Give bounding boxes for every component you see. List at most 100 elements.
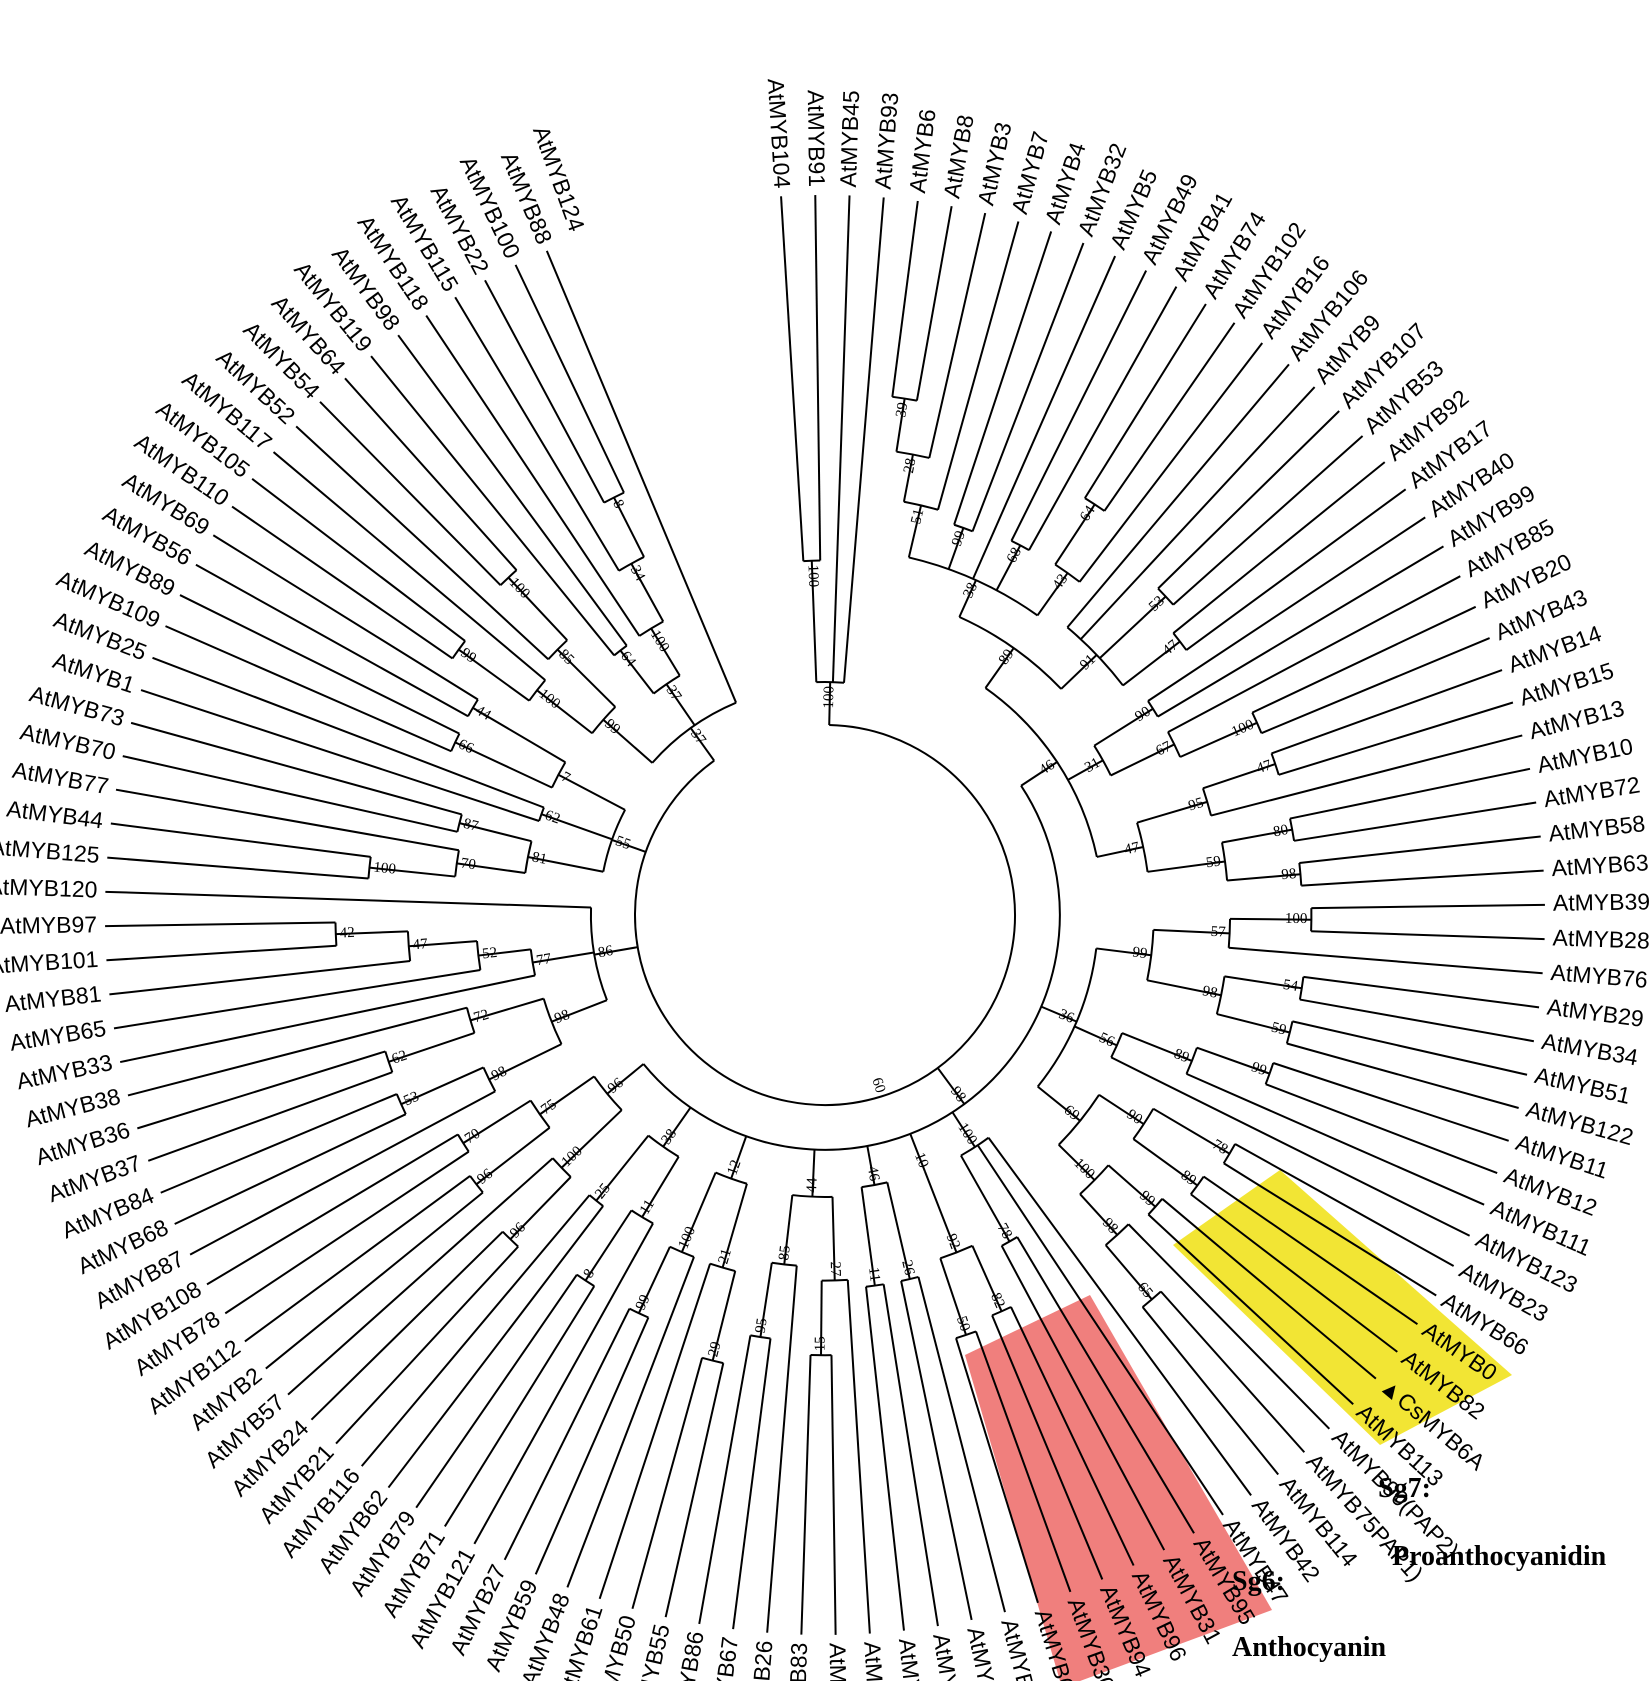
branch-arc <box>865 1283 884 1288</box>
bootstrap-label: 39 <box>893 401 911 418</box>
branch-arc <box>1227 918 1232 948</box>
branch-line <box>478 948 531 957</box>
bootstrap-label: 60 <box>868 1076 888 1095</box>
branch-line <box>971 242 1085 532</box>
tip-label: AtMYB72 <box>1542 771 1642 812</box>
branch-arc <box>638 620 664 637</box>
branch-line <box>886 1182 911 1280</box>
branch-line <box>127 1006 468 1097</box>
branch-line <box>1185 488 1407 651</box>
branch-line <box>650 627 681 677</box>
branch-line <box>828 682 832 726</box>
branch-line <box>951 1111 976 1148</box>
branch-line <box>224 1150 470 1315</box>
branch-line <box>1121 1032 1193 1062</box>
branch-line <box>820 1280 823 1356</box>
branch-line <box>335 1245 519 1445</box>
branch-line <box>1186 1072 1485 1206</box>
tip-label: AtMYB58 <box>1547 810 1646 846</box>
branch-line <box>1196 1046 1270 1075</box>
branch-line <box>360 1194 591 1467</box>
branch-line <box>619 649 655 695</box>
branch-line <box>1265 1083 1498 1174</box>
bootstrap-label: 42 <box>339 925 355 942</box>
branch-arc <box>1298 862 1303 886</box>
branch-line <box>1141 1306 1280 1476</box>
branch-line <box>630 563 665 622</box>
branch-line <box>1172 461 1386 634</box>
branch-line <box>891 200 919 397</box>
branch-line <box>1079 1193 1119 1236</box>
bootstrap-label: 27 <box>827 1261 843 1277</box>
branch-line <box>387 1205 604 1489</box>
bootstrap-label: 78 <box>1209 1137 1230 1158</box>
branch-line <box>456 862 526 874</box>
tip-label: AtMYB19 <box>894 1637 931 1681</box>
bootstrap-label: 100 <box>647 627 672 655</box>
branch-line <box>369 866 456 878</box>
tip-label: AtMYB46 <box>825 1643 852 1681</box>
branch-line <box>1261 637 1491 735</box>
branch-arc <box>499 569 518 586</box>
bootstrap-label: 99 <box>1131 944 1148 962</box>
bootstrap-label: 54 <box>1282 977 1300 995</box>
branch-line <box>662 1106 692 1148</box>
branch-line <box>462 1099 532 1144</box>
branch-line <box>830 1355 837 1635</box>
branch-line <box>152 656 545 809</box>
branch-line <box>664 1362 725 1618</box>
tip-label: AtMYB67 <box>705 1635 743 1681</box>
branch-line <box>991 1314 1104 1580</box>
bootstrap-label: 98 <box>1281 866 1297 883</box>
branch-line <box>1037 1085 1081 1122</box>
branch-line <box>995 544 1022 591</box>
tip-label: AtMYB125 <box>0 833 101 868</box>
sg7-label-line1: Sg7: <box>1378 1473 1431 1504</box>
bootstrap-label: 99 <box>1249 1059 1269 1079</box>
branch-line <box>917 1276 1006 1613</box>
branch-line <box>105 890 592 909</box>
branch-arc <box>630 1209 654 1225</box>
branch-line <box>1286 1042 1519 1109</box>
branch-line <box>780 196 805 562</box>
bootstrap-label: 68 <box>1004 545 1025 566</box>
branch-arc <box>469 1175 484 1194</box>
branch-line <box>947 527 965 570</box>
bootstrap-label: 82 <box>987 1290 1008 1310</box>
branch-line <box>459 822 532 843</box>
branch-arc <box>821 1278 848 1282</box>
tip-label: AtMYB81 <box>3 980 102 1017</box>
bootstrap-label: 85 <box>776 1245 794 1262</box>
bootstrap-label: 98 <box>552 1007 572 1027</box>
branch-line <box>1010 270 1148 542</box>
tip-label: AtMYB44 <box>5 795 105 833</box>
bootstrap-label: 100 <box>676 1224 700 1251</box>
bootstrap-label: 87 <box>462 816 481 835</box>
branch-line <box>1000 1245 1166 1551</box>
branch-line <box>310 1230 504 1421</box>
branch-line <box>680 1172 717 1253</box>
branch-line <box>566 1256 695 1588</box>
branch-line <box>514 264 625 494</box>
branch-line <box>1146 979 1222 997</box>
branch-line <box>971 1245 1003 1312</box>
bootstrap-label: 95 <box>753 1317 771 1334</box>
branch-line <box>107 856 369 880</box>
tip-label: AtMYB86 <box>666 1629 709 1681</box>
branch-line <box>484 279 605 504</box>
branch-arc <box>1285 1021 1294 1044</box>
branch-arc <box>953 523 973 533</box>
bootstrap-label: 100 <box>1229 717 1256 741</box>
branch-line <box>509 1176 572 1240</box>
branch-line <box>454 296 620 572</box>
branch-line <box>811 1149 816 1197</box>
bootstrap-label: 99 <box>633 1292 654 1312</box>
bootstrap-label: 44 <box>473 702 494 724</box>
bootstrap-label: 90 <box>1132 704 1153 726</box>
branch-line <box>1096 846 1144 858</box>
bootstrap-label: 98 <box>1201 983 1219 1002</box>
branch-line <box>902 454 914 502</box>
branch-line <box>532 951 595 964</box>
branch-line <box>975 1331 1072 1593</box>
